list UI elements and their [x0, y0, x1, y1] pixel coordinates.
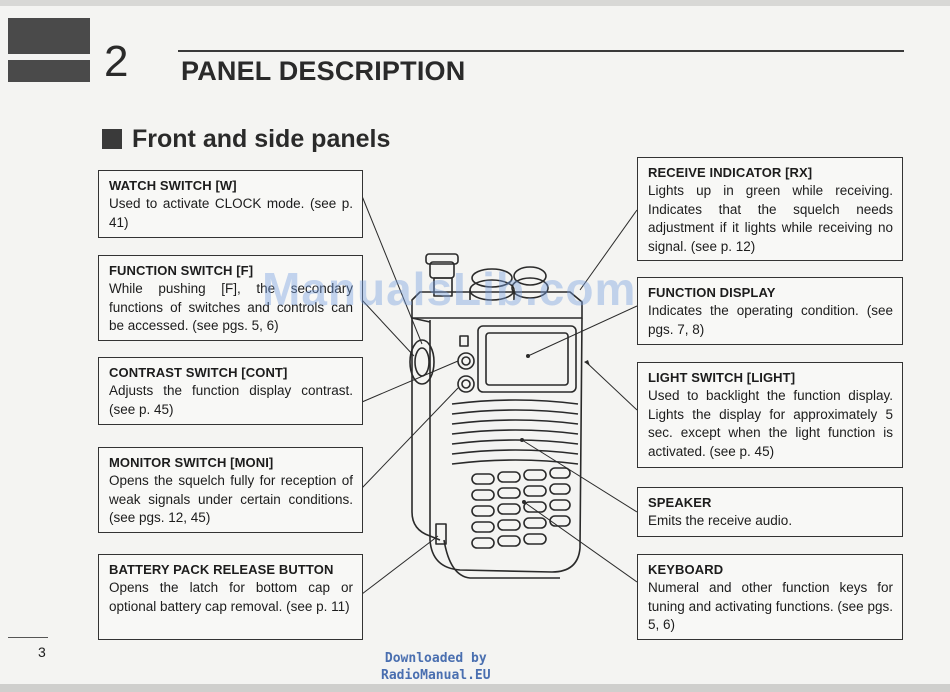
callout-watch-switch: WATCH SWITCH [W] Used to activate CLOCK …	[98, 170, 363, 238]
callout-light-switch: LIGHT SWITCH [LIGHT] Used to backlight t…	[637, 362, 903, 468]
bottom-edge	[0, 684, 950, 692]
chapter-tab-lower	[8, 60, 90, 82]
credit-line-2: RadioManual.EU	[381, 668, 491, 683]
callout-title: CONTRAST SWITCH [CONT]	[109, 365, 288, 380]
callout-monitor-switch: MONITOR SWITCH [MONI] Opens the squelch …	[98, 447, 363, 533]
callout-title: FUNCTION SWITCH [F]	[109, 263, 254, 278]
footer-rule	[8, 637, 48, 638]
callout-body: Used to backlight the function display. …	[648, 388, 893, 459]
callout-body: Indicates the operating condition. (see …	[648, 303, 893, 337]
download-credit[interactable]: Downloaded by RadioManual.EU	[381, 650, 491, 684]
callout-title: BATTERY PACK RELEASE BUTTON	[109, 562, 334, 577]
callout-contrast-switch: CONTRAST SWITCH [CONT] Adjusts the funct…	[98, 357, 363, 425]
callout-title: FUNCTION DISPLAY	[648, 285, 776, 300]
callout-title: KEYBOARD	[648, 562, 724, 577]
callout-title: MONITOR SWITCH [MONI]	[109, 455, 274, 470]
callout-keyboard: KEYBOARD Numeral and other function keys…	[637, 554, 903, 640]
chapter-tab	[8, 18, 90, 54]
callout-title: SPEAKER	[648, 495, 712, 510]
callout-title: LIGHT SWITCH [LIGHT]	[648, 370, 796, 385]
callout-battery-release: BATTERY PACK RELEASE BUTTON Opens the la…	[98, 554, 363, 640]
callout-function-display: FUNCTION DISPLAY Indicates the operating…	[637, 277, 903, 345]
callout-body: Lights up in green while receiving. Indi…	[648, 183, 893, 254]
page-number: 3	[38, 644, 46, 660]
section-heading: Front and side panels	[102, 124, 390, 154]
callout-function-switch: FUNCTION SWITCH [F] While pushing [F], t…	[98, 255, 363, 341]
callout-body: Adjusts the function display contrast. (…	[109, 383, 353, 417]
callout-body: Used to activate CLOCK mode. (see p. 41)	[109, 196, 353, 230]
callout-title: WATCH SWITCH [W]	[109, 178, 237, 193]
top-edge	[0, 0, 950, 6]
chapter-title: PANEL DESCRIPTION	[181, 56, 466, 86]
callout-body: Opens the squelch fully for reception of…	[109, 473, 353, 525]
callout-body: Opens the latch for bottom cap or option…	[109, 580, 353, 614]
callout-speaker: SPEAKER Emits the receive audio.	[637, 487, 903, 537]
callout-receive-indicator: RECEIVE INDICATOR [RX] Lights up in gree…	[637, 157, 903, 261]
chapter-rule	[178, 50, 904, 52]
section-title: Front and side panels	[132, 124, 391, 153]
callout-body: Emits the receive audio.	[648, 513, 793, 528]
callout-title: RECEIVE INDICATOR [RX]	[648, 165, 813, 180]
callout-body: Numeral and other function keys for tuni…	[648, 580, 893, 632]
section-bullet-icon	[102, 129, 122, 149]
chapter-number: 2	[104, 37, 129, 86]
credit-line-1: Downloaded by	[384, 651, 487, 666]
callout-body: While pushing [F], the secondary functio…	[109, 281, 353, 333]
